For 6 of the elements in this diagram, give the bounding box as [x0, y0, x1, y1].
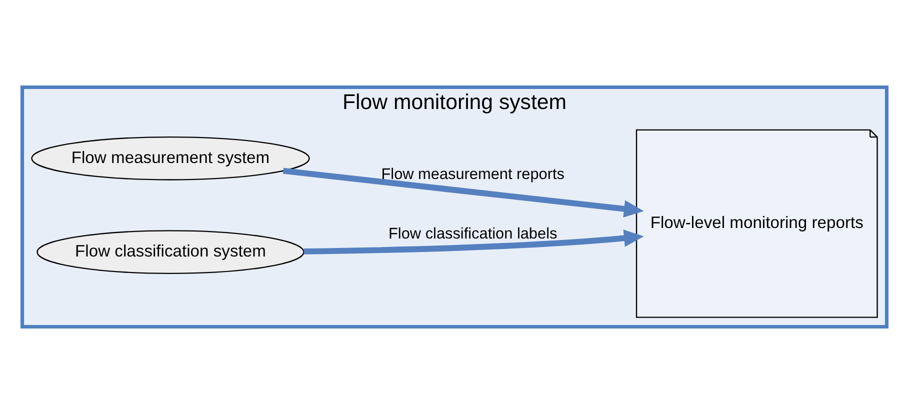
node-ellipse: Flow measurement system [31, 136, 310, 180]
node-ellipse: Flow classification system [36, 230, 304, 274]
arrow [282, 168, 644, 218]
edge-label: Flow classification labels [388, 225, 558, 242]
edge-label: Flow measurement reports [381, 166, 564, 184]
arrow [304, 230, 644, 254]
